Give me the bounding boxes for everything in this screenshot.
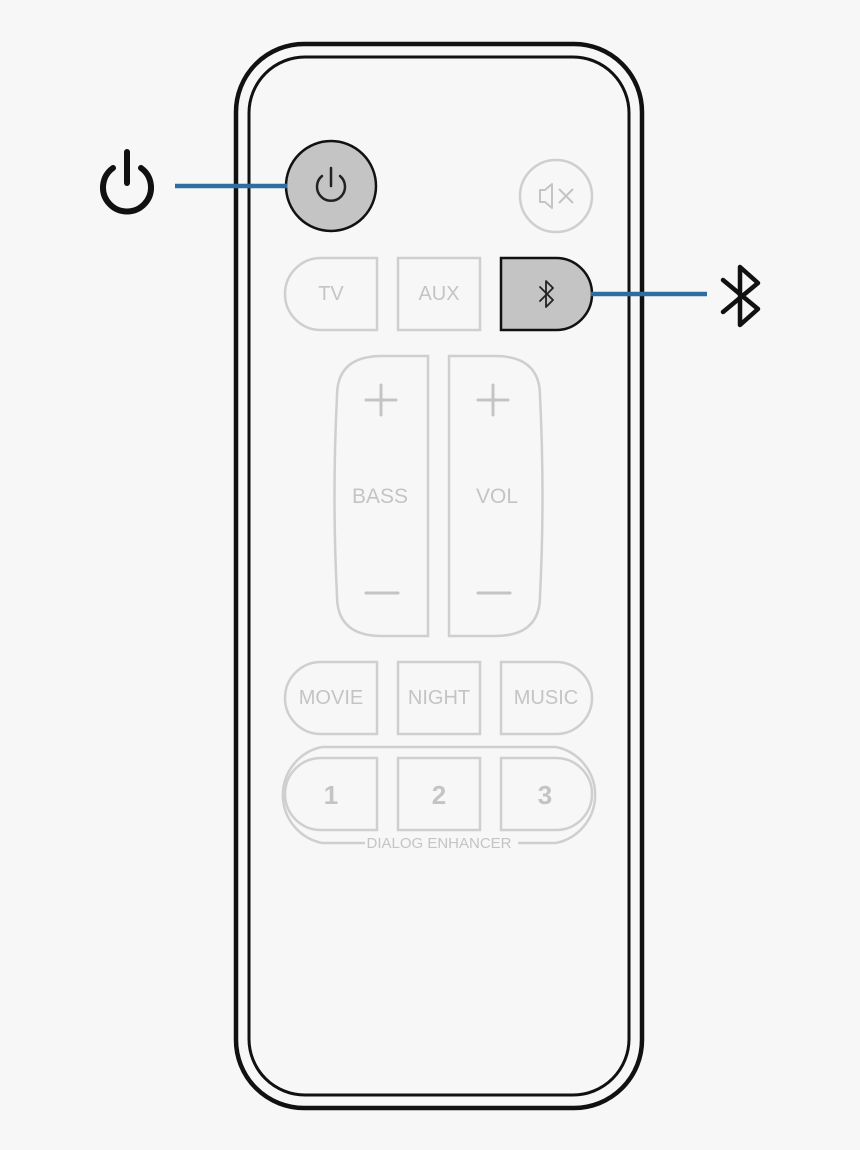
bluetooth-icon — [720, 264, 761, 328]
power-button[interactable] — [284, 139, 378, 233]
movie-button[interactable]: MOVIE — [283, 660, 379, 736]
bluetooth-callout — [591, 264, 761, 328]
aux-button-label: AUX — [418, 283, 459, 305]
tv-button-label: TV — [318, 283, 344, 305]
dialog-1-label: 1 — [324, 780, 338, 810]
bluetooth-button[interactable] — [499, 256, 594, 332]
power-icon — [315, 166, 347, 202]
night-button-label: NIGHT — [408, 687, 470, 709]
dialog-enhancer-label: DIALOG ENHANCER — [366, 835, 511, 852]
vol-rocker[interactable]: VOL — [447, 354, 544, 638]
vol-plus-icon — [476, 383, 510, 417]
bass-plus-icon — [364, 383, 398, 417]
night-button[interactable]: NIGHT — [396, 660, 482, 736]
dialog-3-button[interactable]: 3 — [499, 756, 594, 832]
music-button-label: MUSIC — [514, 687, 578, 709]
power-icon — [100, 149, 154, 215]
power-callout — [100, 149, 287, 215]
mute-button[interactable] — [518, 158, 594, 234]
dialog-3-label: 3 — [538, 780, 552, 810]
bass-label: BASS — [352, 485, 408, 508]
music-button[interactable]: MUSIC — [499, 660, 594, 736]
vol-label: VOL — [476, 485, 518, 508]
tv-button[interactable]: TV — [283, 256, 379, 332]
aux-button[interactable]: AUX — [396, 256, 482, 332]
dialog-enhancer-group: DIALOG ENHANCER — [281, 745, 597, 852]
dialog-2-label: 2 — [432, 780, 446, 810]
dialog-1-button[interactable]: 1 — [283, 756, 379, 832]
bluetooth-icon — [539, 280, 554, 308]
dialog-2-button[interactable]: 2 — [396, 756, 482, 832]
bass-rocker[interactable]: BASS — [333, 354, 430, 638]
movie-button-label: MOVIE — [299, 687, 363, 709]
mute-icon — [539, 183, 574, 209]
